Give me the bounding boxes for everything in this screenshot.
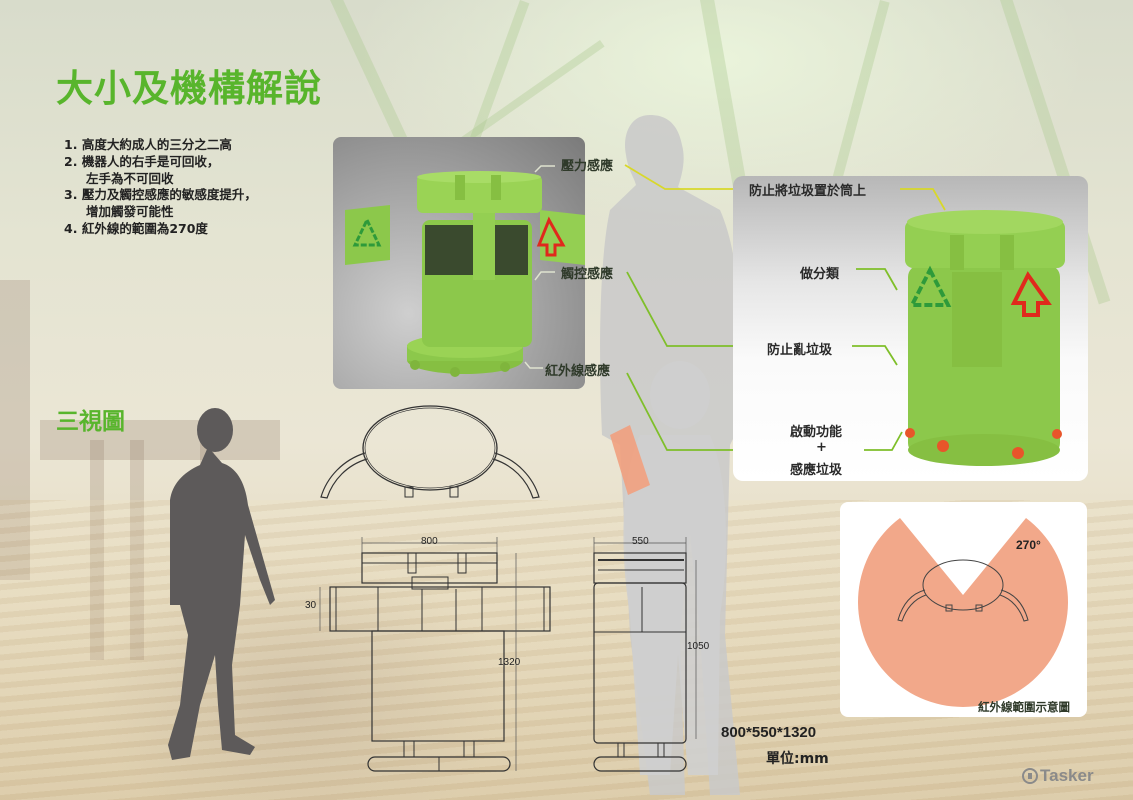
note-2: 2. 機器人的右手是可回收， (64, 153, 220, 169)
bin-render-perspective (905, 210, 1065, 466)
dim-front-width: 800 (421, 536, 438, 547)
label-infrared-sensor: 紅外線感應 (545, 364, 611, 379)
bin-render-front (345, 171, 585, 377)
front-view-drawing (319, 537, 551, 772)
note-3-cont: 增加觸發可能性 (86, 204, 174, 220)
walking-man-silhouette (168, 408, 275, 760)
label-prevent-littering: 防止亂垃圾 (767, 343, 833, 358)
tasker-logo-icon (1022, 768, 1038, 784)
overall-size: 800*550*1320 (721, 724, 817, 741)
label-activate-function: 啟動功能 (790, 425, 843, 440)
ir-caption: 紅外線範圍示意圖 (978, 700, 1070, 714)
note-1: 1. 高度大約成人的三分之二高 (64, 137, 232, 152)
label-sense-trash: 感應垃圾 (790, 463, 843, 478)
label-plus: + (816, 440, 827, 455)
side-view-drawing (593, 537, 697, 772)
ir-range-diagram (858, 518, 1068, 707)
dim-total-height: 1320 (498, 657, 521, 668)
page-title: 大小及機構解說 (56, 67, 322, 110)
dim-side-width: 550 (632, 536, 649, 547)
notes-list: 1. 高度大約成人的三分之二高 2. 機器人的右手是可回收， 左手為不可回收 3… (64, 137, 257, 238)
unit-label: 單位:mm (766, 751, 829, 767)
note-3: 3. 壓力及觸控感應的敏感度提升， (64, 187, 257, 203)
label-pressure-sensor: 壓力感應 (561, 159, 614, 174)
child-ghost-silhouette (610, 361, 726, 775)
dim-arm-height: 30 (305, 600, 317, 611)
top-view-drawing (320, 405, 540, 499)
dim-side-height: 1050 (687, 641, 710, 652)
label-touch-sensor: 觸控感應 (561, 267, 614, 282)
note-2-cont: 左手為不可回收 (86, 170, 174, 186)
note-4: 4. 紅外線的範圍為270度 (64, 220, 208, 236)
ir-angle-label: 270° (1016, 538, 1041, 552)
three-view-title: 三視圖 (56, 409, 125, 435)
label-sorting: 做分類 (800, 267, 840, 282)
watermark-text: Tasker (1040, 766, 1094, 785)
label-prevent-placing-on-top: 防止將垃圾置於筒上 (749, 184, 867, 199)
watermark: Tasker (1022, 766, 1094, 786)
